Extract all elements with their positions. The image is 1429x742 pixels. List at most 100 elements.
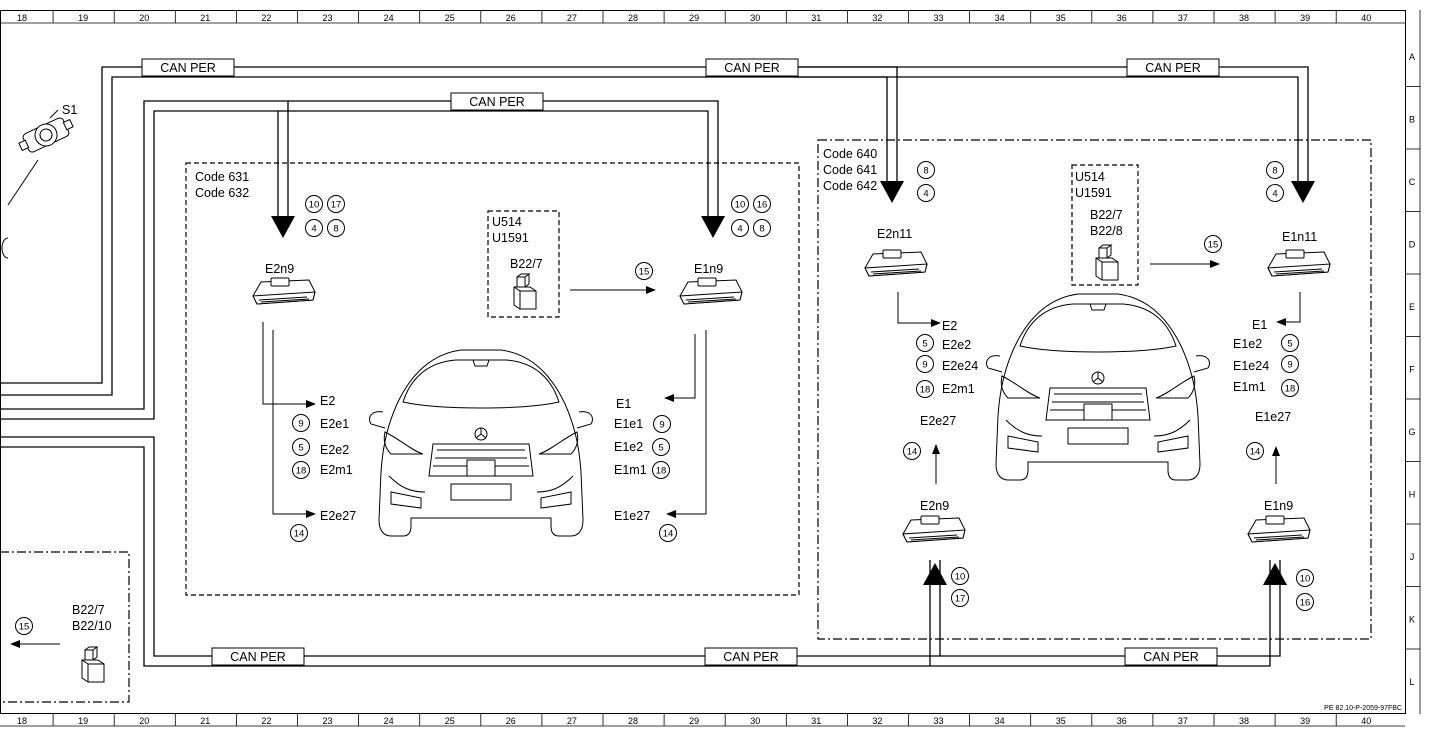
ruler-col-label: 38	[1239, 716, 1249, 726]
ruler-row-label: A	[1409, 52, 1415, 62]
ruler-col-label: 31	[811, 13, 821, 23]
ruler-col-label: 24	[384, 13, 394, 23]
ruler-col-label: 21	[200, 716, 210, 726]
ruler-col-label: 22	[261, 13, 271, 23]
bottom-left-box	[0, 551, 130, 703]
connector-circle	[1281, 355, 1299, 373]
ruler-col-label: 26	[506, 13, 516, 23]
connector-number: 15	[639, 267, 650, 278]
ruler-col-label: 34	[995, 13, 1005, 23]
ruler-row-label: H	[1409, 490, 1416, 500]
ruler-row-label: B	[1409, 115, 1415, 125]
e1n9-left-label: E1n9	[694, 262, 723, 276]
connector-circle	[916, 334, 934, 352]
s1-label: S1	[62, 103, 77, 117]
connector-number: 4	[311, 224, 316, 235]
connector-number: 8	[759, 224, 764, 235]
e2n11-module-icon	[864, 249, 928, 277]
right-u1591: U1591	[1075, 186, 1112, 200]
ruler-col-label: 18	[17, 13, 27, 23]
right-zone-left-item: E2e24	[942, 359, 978, 373]
connector-circle	[305, 195, 323, 213]
connector-circle	[1281, 334, 1299, 352]
can-label-box	[1126, 58, 1220, 77]
ruler-col-label: 36	[1117, 716, 1127, 726]
right-zone-right-item: E1	[1252, 318, 1267, 332]
connector-number: 8	[333, 224, 338, 235]
can-label: CAN PER	[1143, 650, 1199, 664]
ruler-col-label: 29	[689, 716, 699, 726]
connector-number: 8	[1272, 166, 1277, 177]
connector-number: 14	[1250, 447, 1261, 458]
ruler-col-label: 33	[933, 716, 943, 726]
connector-circle	[290, 524, 308, 542]
ruler-row-label: C	[1409, 177, 1416, 187]
ruler-col-label: 35	[1056, 716, 1066, 726]
connector-circle	[1204, 235, 1222, 253]
right-sensor-box	[1071, 164, 1139, 286]
connector-number: 18	[296, 466, 307, 477]
footer-ref: PE 82.10-P-2059-97FBC	[1324, 705, 1402, 712]
connector-circle	[659, 524, 677, 542]
left-zone-left-item: E2	[320, 394, 335, 408]
connector-number: 5	[658, 443, 663, 454]
connector-number: 4	[737, 224, 742, 235]
ruler-col-label: 36	[1117, 13, 1127, 23]
right-zone-left-item: E2m1	[942, 382, 975, 396]
ruler-col-label: 26	[506, 716, 516, 726]
ruler-col-label: 32	[872, 13, 882, 23]
connector-number: 17	[955, 594, 966, 605]
connector-circle	[292, 414, 310, 432]
can-label: CAN PER	[160, 61, 216, 75]
ruler-row-label: F	[1409, 365, 1415, 375]
left-u514: U514	[492, 215, 522, 229]
component-lists: E2E2e1E2e2E2m1E2e27E1E1e1E1e2E1m1E1e27E2…	[320, 318, 1291, 523]
connector-number: 14	[663, 529, 674, 540]
connector-number: 10	[955, 572, 966, 583]
connector-number: 5	[1287, 339, 1292, 350]
connector-circle	[753, 219, 771, 237]
can-label-box	[211, 647, 305, 666]
can-bus-wires	[0, 66, 1309, 667]
connector-number: 10	[1300, 574, 1311, 585]
ruler-row-label: D	[1409, 240, 1416, 250]
connector-number: 15	[1208, 240, 1219, 251]
connector-number: 9	[1287, 360, 1292, 371]
ruler-col-label: 32	[872, 716, 882, 726]
connector-number: 5	[922, 339, 927, 350]
connector-circle	[1266, 184, 1284, 202]
can-label-box	[141, 58, 235, 77]
connector-circle	[1296, 569, 1314, 587]
connector-number: 14	[294, 529, 305, 540]
right-zone-right-item: E1e27	[1255, 410, 1291, 424]
right-zone-right-item: E1e24	[1233, 359, 1269, 373]
connector-circle	[731, 219, 749, 237]
ruler-col-label: 23	[322, 13, 332, 23]
can-label: CAN PER	[1145, 61, 1201, 75]
left-u1591: U1591	[492, 231, 529, 245]
ruler-col-label: 22	[261, 716, 271, 726]
ruler-col-label: 20	[139, 13, 149, 23]
connector-number: 10	[309, 200, 320, 211]
ruler-col-label: 21	[200, 13, 210, 23]
connector-circle	[951, 589, 969, 607]
ruler-col-label: 34	[995, 716, 1005, 726]
connector-circle	[635, 262, 653, 280]
can-label: CAN PER	[723, 650, 779, 664]
right-zone-left-item: E2e2	[942, 338, 971, 352]
right-zone-left-item: E2e27	[920, 414, 956, 428]
can-label-box	[704, 647, 798, 666]
connector-circle	[327, 219, 345, 237]
left-zone-left-item: E2e1	[320, 417, 349, 431]
connector-number: 5	[298, 443, 303, 454]
ruler-row-label: L	[1409, 677, 1414, 687]
connector-circle	[305, 219, 323, 237]
arrowheads	[271, 181, 1315, 585]
ruler-col-label: 27	[567, 716, 577, 726]
right-zone-right-item: E1m1	[1233, 380, 1266, 394]
e1n9-right-module-icon	[1247, 515, 1311, 543]
